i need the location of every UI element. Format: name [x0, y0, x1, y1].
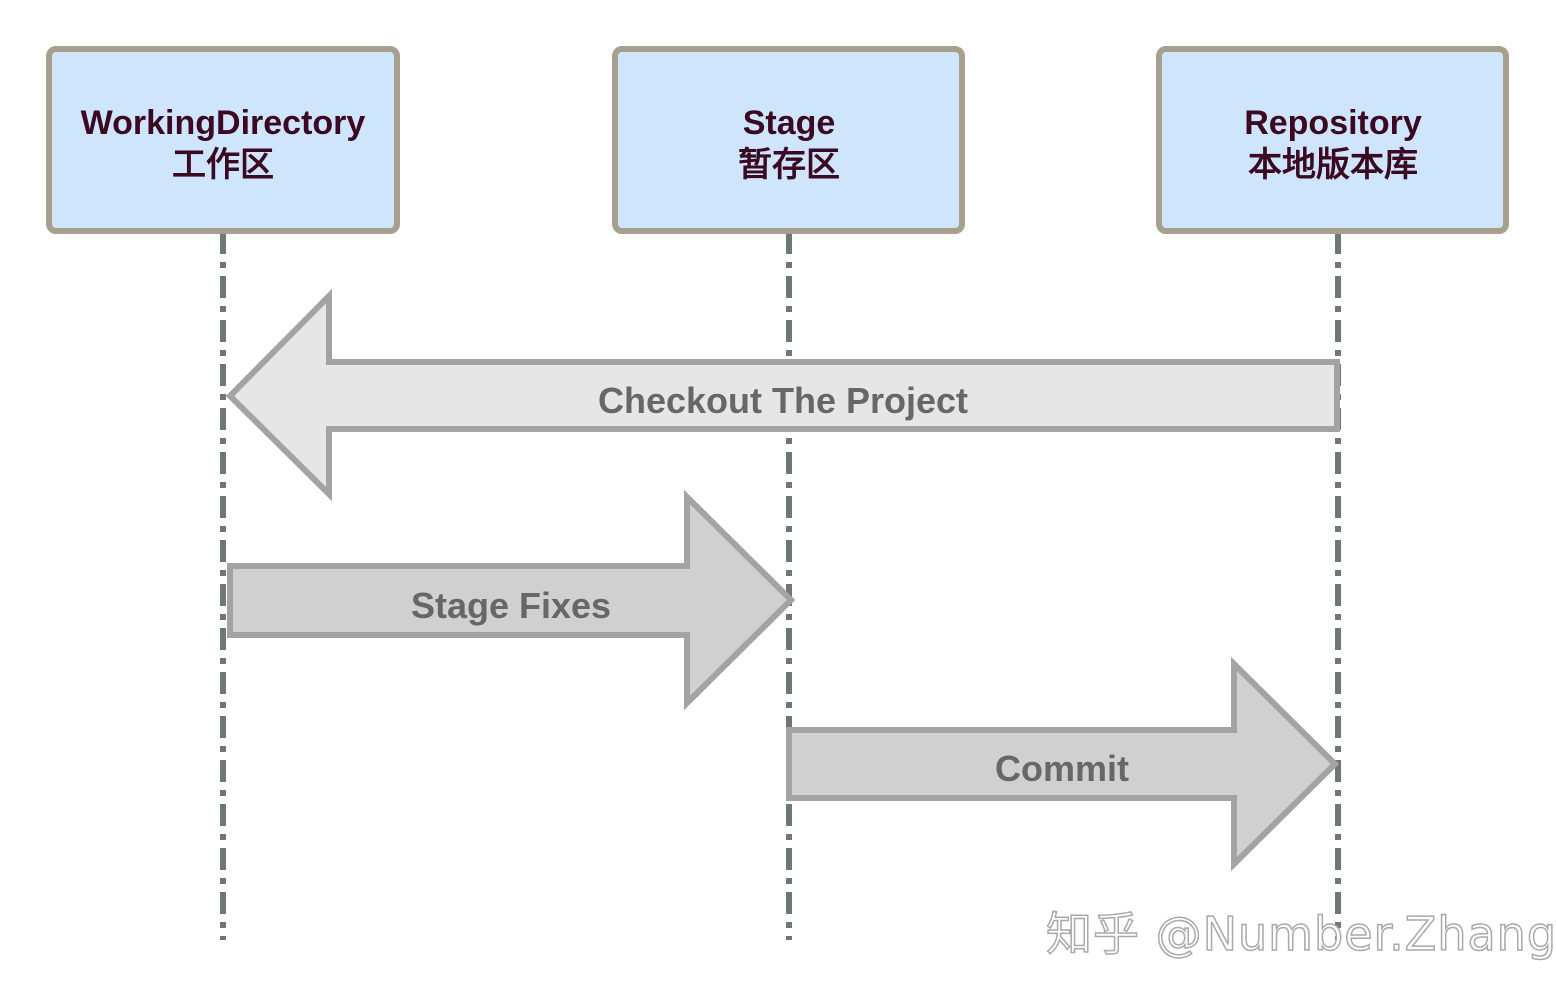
message-checkout-the-project: Checkout The Project: [225, 288, 1340, 502]
participant-title: Stage: [743, 104, 836, 142]
participant-repository: Repository 本地版本库: [1156, 46, 1509, 234]
participant-subtitle: 暂存区: [738, 146, 840, 184]
left-arrow-shape: [225, 288, 1340, 502]
participant-box: [612, 46, 965, 234]
message-stage-fixes: Stage Fixes: [227, 489, 796, 711]
participant-subtitle: 工作区: [172, 146, 274, 184]
message-label: Stage Fixes: [411, 585, 611, 626]
participant-subtitle: 本地版本库: [1248, 146, 1418, 184]
right-arrow-shape: [227, 489, 796, 711]
participant-stage: Stage 暂存区: [612, 46, 965, 234]
participant-box: [1156, 46, 1509, 234]
message-label: Commit: [995, 748, 1129, 789]
message-commit: Commit: [786, 656, 1340, 872]
participant-title: WorkingDirectory: [81, 104, 366, 142]
message-label: Checkout The Project: [598, 380, 968, 421]
participant-working-directory: WorkingDirectory 工作区: [46, 46, 400, 234]
participant-title: Repository: [1244, 104, 1422, 142]
participant-box: [46, 46, 400, 234]
right-arrow-shape: [786, 656, 1340, 872]
watermark: 知乎 @Number.Zhang: [1045, 906, 1556, 962]
